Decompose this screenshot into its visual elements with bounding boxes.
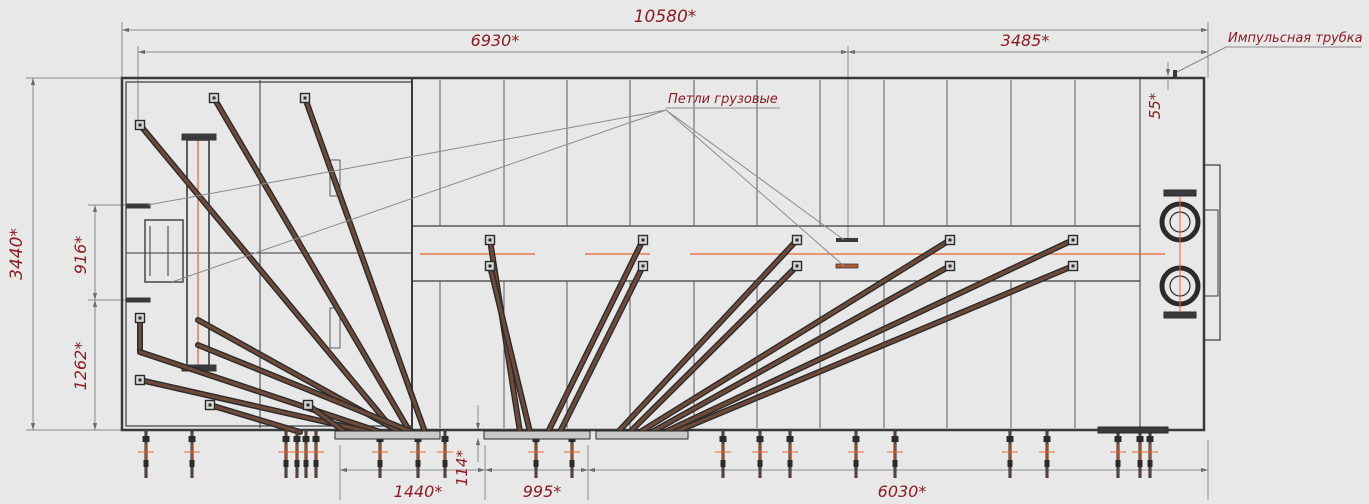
pipe-segment xyxy=(207,402,303,435)
impulse-tube xyxy=(1173,70,1177,78)
dim-overall-height: 3440* xyxy=(7,228,27,280)
pipe-segment xyxy=(637,237,953,435)
valve-icon xyxy=(437,430,453,478)
callout-labels: Петли грузовые Импульсная трубка xyxy=(668,31,1363,107)
corridor-markers xyxy=(835,238,859,269)
dimension-labels: 10580* 6930* 3485* 3440* 916* 1262* 55* … xyxy=(7,7,1164,501)
bottom-valves xyxy=(138,430,1158,478)
pipe-runs xyxy=(134,92,1079,435)
inner-frame xyxy=(125,133,341,372)
valve-icon xyxy=(308,430,324,478)
valve-icon xyxy=(1142,430,1158,478)
lifting-loop-icon xyxy=(791,234,803,246)
valve-icon xyxy=(887,430,903,478)
lifting-loop-icon xyxy=(944,260,956,272)
pipe-segment xyxy=(211,95,413,435)
valve-icon xyxy=(289,430,305,478)
dim-section-b: 3485* xyxy=(1001,31,1050,50)
pipe-segment xyxy=(615,237,800,435)
impulse-tube-label: Импульсная трубка xyxy=(1228,31,1363,46)
pipe-segment xyxy=(487,263,533,435)
lifting-loop-icon xyxy=(1067,260,1079,272)
valve-icon xyxy=(1110,430,1126,478)
valve-icon xyxy=(184,430,200,478)
pipe-segment xyxy=(662,237,1076,435)
lifting-loop-icon xyxy=(299,92,311,104)
lifting-loop-icon xyxy=(637,234,649,246)
pipe-segment xyxy=(649,263,953,435)
pipe-segment xyxy=(302,95,428,435)
dim-bottom-c: 6030* xyxy=(878,482,927,501)
valve-icon xyxy=(278,430,294,478)
lifting-loop-icon xyxy=(204,399,216,411)
dim-overall-length: 10580* xyxy=(634,7,697,27)
lifting-loop-icon xyxy=(134,312,146,324)
pipe-segment xyxy=(627,263,800,435)
valve-icon xyxy=(752,430,768,478)
pipe-segment xyxy=(137,349,383,435)
pipe-segment xyxy=(305,402,348,435)
valve-icon xyxy=(138,430,154,478)
lifting-loops-label: Петли грузовые xyxy=(668,92,778,107)
flange-icon xyxy=(1159,189,1201,319)
pipe-segment xyxy=(672,263,1076,435)
pipe-segment xyxy=(195,342,415,435)
dim-bottom-b: 995* xyxy=(523,482,562,501)
lifting-loop-icon xyxy=(637,260,649,272)
pipe-segment xyxy=(557,263,646,435)
manifolds xyxy=(334,426,1169,440)
valve-icon xyxy=(1002,430,1018,478)
lifting-loop-icon xyxy=(134,374,146,386)
dim-section-a: 6930* xyxy=(471,31,520,50)
valve-icon xyxy=(782,430,798,478)
dim-lower-height: 1262* xyxy=(71,342,90,391)
callout-leaders xyxy=(147,46,1362,283)
valve-icon xyxy=(1132,430,1148,478)
pipe-segment xyxy=(545,237,646,435)
lifting-loop-icon xyxy=(791,260,803,272)
lifting-loop-icon xyxy=(134,119,146,131)
lifting-loop-icon xyxy=(484,260,496,272)
dim-bottom-a: 1440* xyxy=(394,482,443,501)
panel-dividers xyxy=(439,80,1076,428)
valve-icon xyxy=(1039,430,1055,478)
lifting-loop-icon xyxy=(1067,234,1079,246)
dim-bottom-offset: 114* xyxy=(453,449,471,486)
dim-mid-height: 916* xyxy=(71,236,90,275)
lifting-loop-icon xyxy=(208,92,220,104)
axis-line xyxy=(197,140,1165,368)
valve-icon xyxy=(848,430,864,478)
lifting-loop-icon xyxy=(944,234,956,246)
pipe-segment xyxy=(137,122,398,435)
lifting-loop-icon xyxy=(302,399,314,411)
dim-tube-offset: 55* xyxy=(1146,92,1164,119)
lifting-loop-icon xyxy=(484,234,496,246)
valve-icon xyxy=(715,430,731,478)
